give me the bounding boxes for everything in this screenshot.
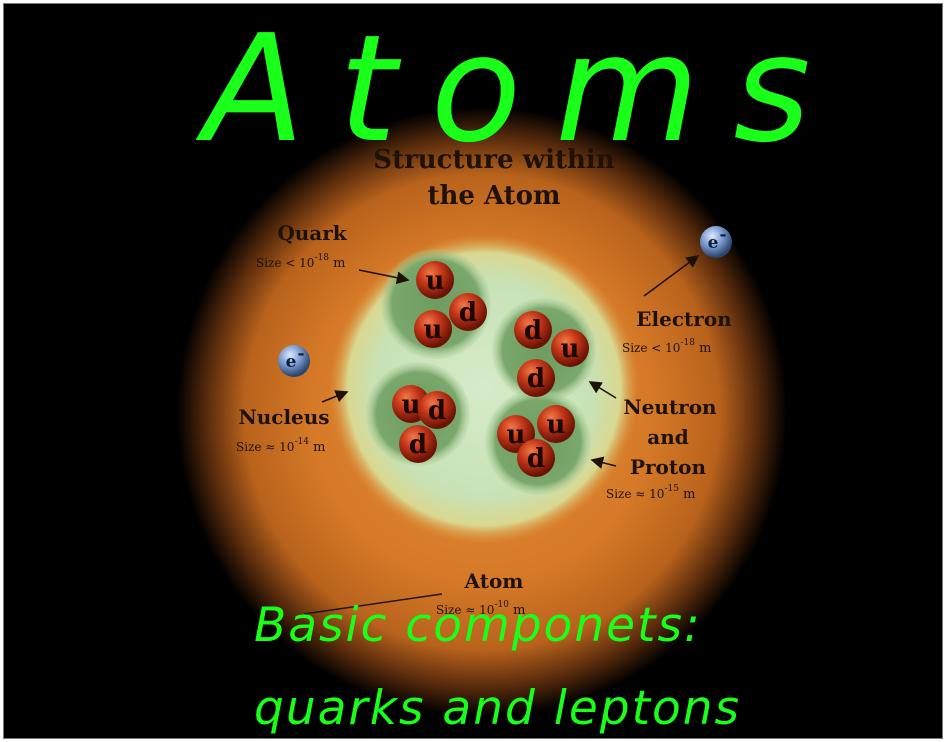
diagram-heading: the Atom — [427, 181, 560, 211]
svg-text:u: u — [561, 334, 580, 364]
nucleon-pointer — [588, 381, 617, 399]
slide-subtitle: Basic componets: — [254, 598, 702, 653]
svg-text:d: d — [524, 316, 542, 346]
svg-text:d: d — [459, 298, 477, 328]
quark: u — [414, 310, 452, 348]
electron-label: Electron — [636, 307, 732, 331]
svg-text:e: e — [286, 352, 297, 372]
nucleon-label: Neutron — [623, 395, 717, 419]
nucleon-label: Proton — [630, 455, 706, 479]
quark: u — [551, 329, 589, 367]
quark: u — [537, 405, 575, 443]
nucleus-label: Nucleus — [238, 405, 329, 429]
electron: e - — [278, 344, 310, 377]
svg-text:-: - — [297, 344, 304, 364]
quark-size: Size < 10-18 m — [256, 253, 345, 271]
svg-text:u: u — [426, 266, 445, 296]
nucleon-pointer — [590, 456, 617, 469]
nucleon-size: Size ≈ 10-15 m — [606, 484, 695, 502]
diagram-heading: Structure within — [373, 145, 614, 175]
atom-structure-diagram: u d u d u d u d d u u d e - e - Structur… — [177, 107, 787, 717]
quark: d — [399, 425, 437, 463]
quark: d — [418, 391, 456, 429]
slide-subtitle: quarks and leptons — [254, 681, 742, 736]
quark: u — [416, 261, 454, 299]
quark-label: Quark — [277, 221, 347, 245]
svg-text:e: e — [708, 233, 719, 253]
quark-pointer — [358, 269, 410, 285]
svg-text:u: u — [547, 410, 566, 440]
nucleus-size: Size ≈ 10-14 m — [236, 437, 325, 455]
svg-text:d: d — [527, 444, 545, 474]
atom-label: Atom — [464, 569, 524, 593]
slide: u d u d u d u d d u u d e - e - Structur… — [3, 3, 943, 739]
svg-text:u: u — [507, 420, 526, 450]
svg-text:u: u — [424, 315, 443, 345]
electron-pointer — [643, 255, 700, 297]
nucleon-label: and — [647, 425, 689, 449]
svg-text:-: - — [719, 225, 726, 245]
atom-pointer — [303, 593, 443, 615]
nucleus-pointer — [321, 390, 349, 403]
quark: d — [517, 439, 555, 477]
svg-text:d: d — [409, 430, 427, 460]
atom-size: Size ≈ 10-10 m — [436, 600, 525, 618]
svg-text:d: d — [428, 396, 446, 426]
electron: e - — [700, 225, 732, 258]
electron-size: Size < 10-18 m — [622, 338, 711, 356]
quark: d — [449, 293, 487, 331]
svg-text:u: u — [402, 390, 421, 420]
quark: d — [514, 311, 552, 349]
slide-title: Atoms — [203, 3, 845, 175]
svg-text:d: d — [527, 364, 545, 394]
quark: d — [517, 359, 555, 397]
